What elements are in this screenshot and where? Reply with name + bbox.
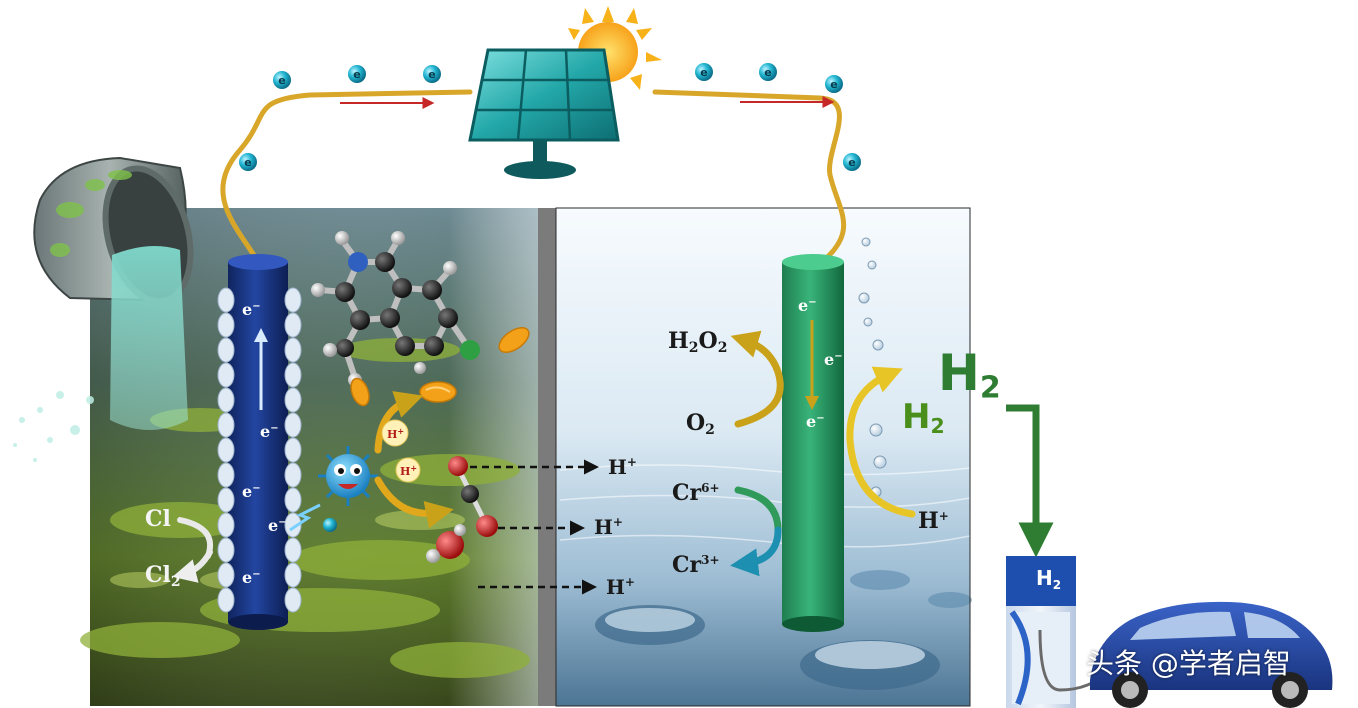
water-droplets	[595, 570, 972, 690]
label-h-plus-3: H+	[606, 575, 635, 599]
chlorine-arrow-head	[172, 549, 213, 583]
svg-text:e: e	[848, 156, 855, 169]
svg-text:e: e	[244, 156, 251, 169]
label-h-plus-1: H+	[608, 455, 637, 479]
water-molecule-icon	[426, 524, 466, 563]
external-circuit-wire	[220, 89, 847, 265]
label-h-plus-bubble-1: H+	[387, 426, 405, 441]
anode-electrode	[228, 254, 288, 630]
electron-icon: e	[759, 63, 777, 81]
chromium-arrow-blue	[730, 526, 782, 577]
wastewater-pipe-icon	[13, 156, 194, 462]
fuel-cell-car-icon	[1090, 601, 1333, 708]
electron-icon: e	[825, 75, 843, 93]
watermark: 头条 @学者启智	[1086, 647, 1291, 680]
cathode-electron-label: e−	[798, 296, 817, 315]
electron-icon: e	[695, 63, 713, 81]
pollutant-molecule-icon	[311, 231, 480, 387]
h2-delivery-arrow	[1006, 404, 1054, 558]
anode-electron-label: e−	[242, 300, 261, 319]
co2-molecule-icon	[448, 456, 498, 537]
cathode-electrode	[782, 254, 844, 632]
svg-text:e: e	[764, 66, 771, 79]
membrane	[538, 208, 556, 706]
label-cl: Cl	[145, 506, 171, 532]
bacteria-icon	[350, 377, 370, 407]
label-station-h2: H2	[1036, 566, 1062, 592]
oxidation-arrow-up	[374, 391, 424, 454]
electroactive-microbe-icon	[318, 446, 378, 532]
cathode-chamber	[555, 207, 972, 707]
label-o2: O2	[686, 410, 715, 438]
label-h2o2: H2O2	[668, 328, 728, 356]
hydrogen-evolution-arrow	[846, 366, 916, 518]
electron-icon: e	[239, 153, 257, 171]
svg-text:e: e	[700, 66, 707, 79]
bacteria-icon	[498, 327, 530, 353]
electron-icon: e	[843, 153, 861, 171]
hydrogen-station-icon	[1006, 556, 1112, 708]
anode-electron-label: e−	[242, 568, 261, 587]
electron-icon: e	[273, 71, 291, 89]
label-h2-mid: H2	[902, 397, 945, 439]
bacteria-icon	[419, 381, 457, 403]
proton-bubble	[381, 419, 409, 447]
svg-text:e: e	[830, 78, 837, 91]
biofilm-left	[217, 287, 235, 613]
label-cl2: Cl2	[145, 562, 181, 590]
cathode-electron-label: e−	[824, 350, 843, 369]
anode-electron-label: e−	[242, 482, 261, 501]
electron-icon: e	[423, 65, 441, 83]
wire-electrons: e e e e e e e e	[239, 63, 861, 171]
svg-text:e: e	[278, 74, 285, 87]
proton-bubble	[395, 457, 421, 483]
electron-icon: e	[348, 65, 366, 83]
cathode-electron-label: e−	[806, 412, 825, 431]
solar-panel-icon	[468, 48, 620, 179]
h2o2-arrow	[730, 330, 784, 428]
label-cr6: Cr6+	[672, 480, 720, 506]
svg-text:e: e	[428, 68, 435, 81]
chromium-arrow-green	[734, 486, 782, 534]
oxidation-arrow	[374, 476, 454, 529]
electron-transfer-bolt	[289, 503, 321, 532]
biofilm-right	[284, 287, 302, 613]
label-cr3: Cr3+	[672, 552, 720, 578]
label-h-plus-2: H+	[594, 515, 623, 539]
anode-electron-label: e−	[260, 422, 279, 441]
anode-electron-label: e−	[268, 516, 287, 535]
label-h2-big: H2	[938, 344, 1001, 406]
label-h-plus-bubble-2: H+	[400, 463, 418, 478]
label-h-plus-cathode: H+	[918, 508, 949, 534]
svg-text:e: e	[353, 68, 360, 81]
hydrogen-bubbles	[858, 237, 887, 498]
